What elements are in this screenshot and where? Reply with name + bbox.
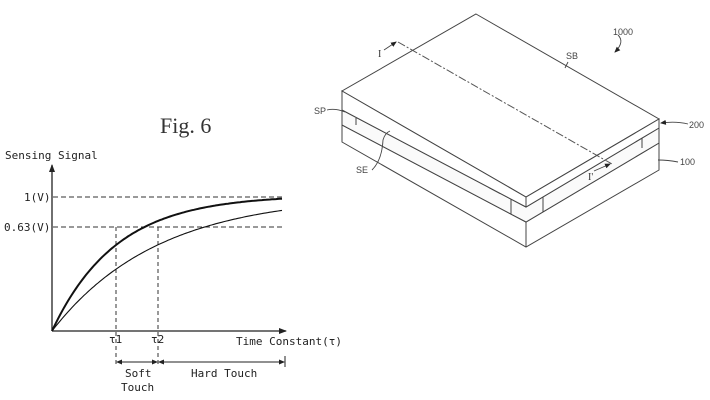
- soft-touch-label-2: Touch: [121, 381, 154, 394]
- x-axis-label: Time Constant(τ): [236, 335, 342, 348]
- curve-soft-touch: [51, 197, 283, 332]
- y-tick-063v: 0.63(V): [4, 221, 50, 234]
- time-constant-graph: Sensing Signal Time Constant(τ) 1(V) 0.6…: [4, 149, 342, 394]
- curve-hard-touch: [51, 209, 283, 332]
- figure-title: Fig. 6: [160, 113, 211, 138]
- label-section-I-prime: I': [588, 172, 593, 183]
- label-100: 100: [680, 157, 695, 167]
- label-SP: SP: [314, 106, 326, 116]
- leader-lines: [326, 34, 689, 172]
- y-axis-label: Sensing Signal: [5, 149, 98, 162]
- hard-touch-label: Hard Touch: [191, 367, 257, 380]
- x-tick-tau2: τ2: [151, 333, 164, 346]
- section-line: [397, 41, 613, 165]
- x-tick-tau1: τ1: [109, 333, 122, 346]
- soft-touch-label-1: Soft: [125, 367, 152, 380]
- device-labels: 1000 I I' SB SP 200 100 SE: [314, 27, 704, 183]
- label-1000: 1000: [613, 27, 633, 37]
- label-200: 200: [689, 120, 704, 130]
- label-SE: SE: [356, 165, 368, 175]
- label-section-I: I: [378, 49, 381, 60]
- y-tick-1v: 1(V): [24, 191, 51, 204]
- label-SB: SB: [566, 51, 578, 61]
- touch-device-drawing: [340, 13, 660, 248]
